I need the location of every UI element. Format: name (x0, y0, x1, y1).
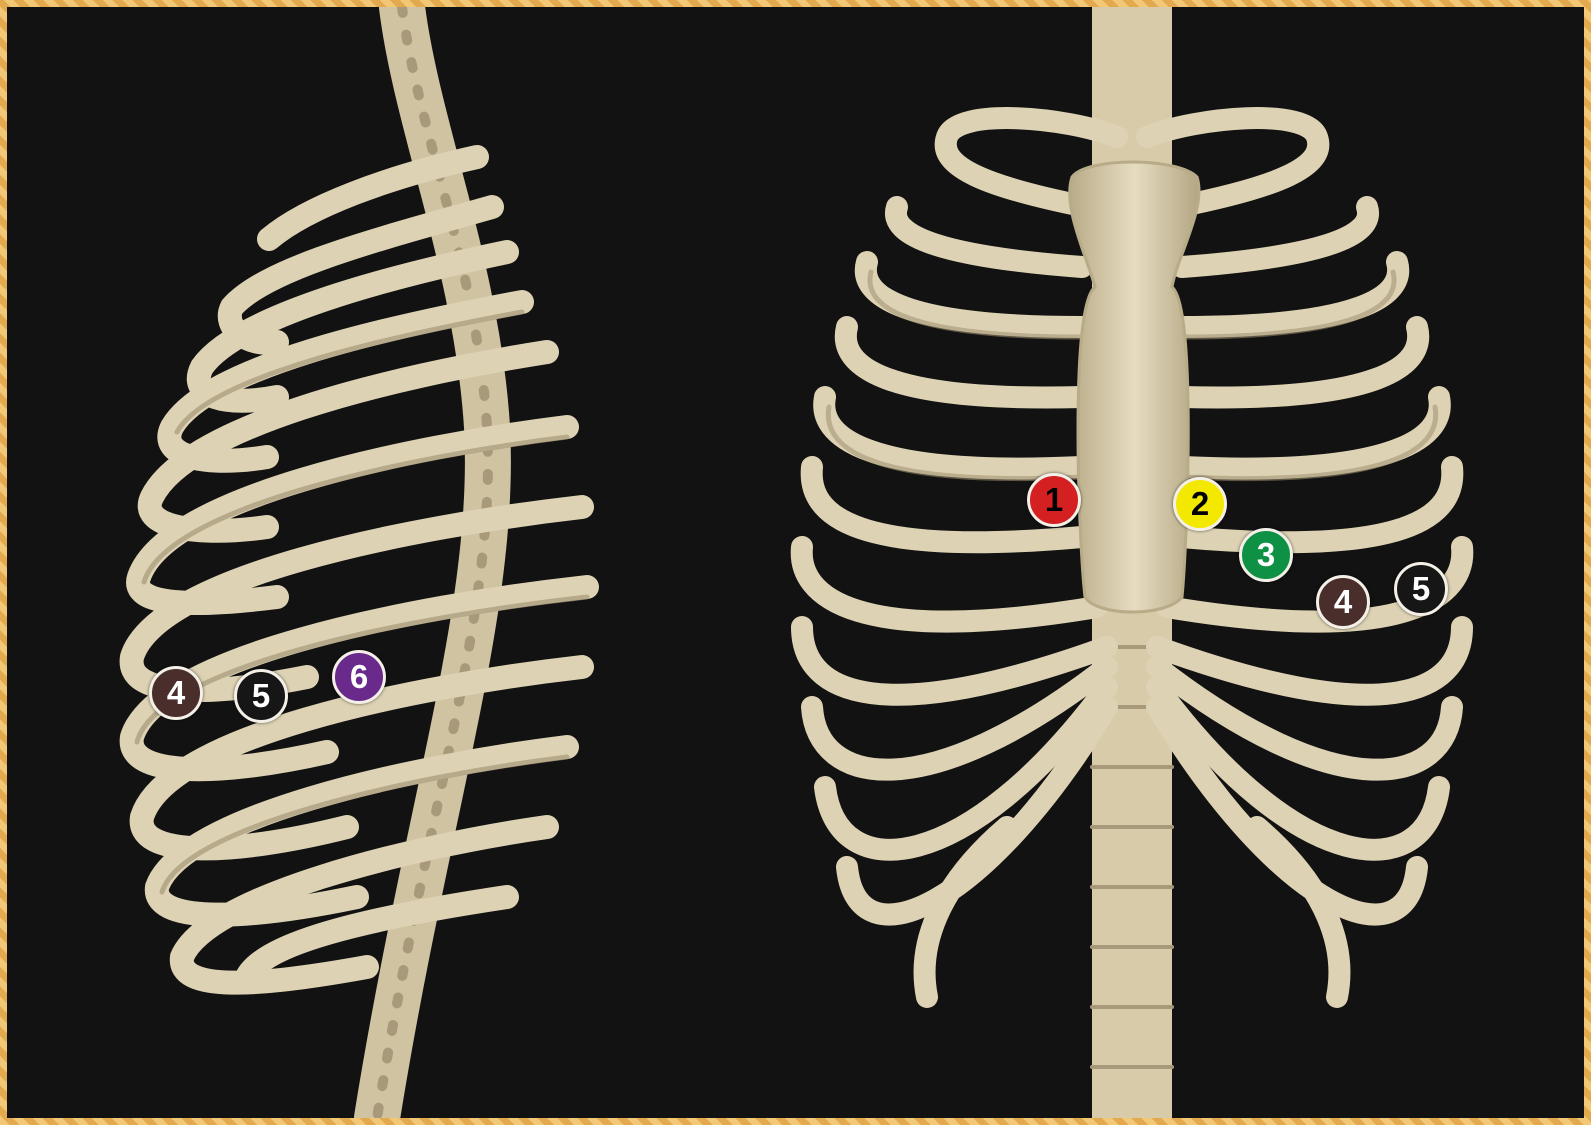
lateral-rib-cage (132, 7, 587, 1118)
front-rib-cage (802, 7, 1463, 1118)
marker-lateral-5: 5 (234, 669, 288, 723)
marker-label: 4 (167, 674, 185, 712)
marker-label: 6 (350, 658, 368, 696)
diagram-canvas: 4 5 6 1 2 3 4 5 (7, 7, 1584, 1118)
marker-label: 1 (1045, 481, 1063, 519)
marker-lateral-6: 6 (332, 650, 386, 704)
marker-label: 5 (252, 677, 270, 715)
marker-label: 5 (1412, 570, 1430, 608)
marker-label: 2 (1191, 485, 1209, 523)
marker-label: 4 (1334, 583, 1352, 621)
marker-front-1: 1 (1027, 473, 1081, 527)
sternum (1070, 162, 1199, 612)
rib-cage-illustration (7, 7, 1584, 1118)
marker-front-5: 5 (1394, 562, 1448, 616)
marker-label: 3 (1257, 536, 1275, 574)
marker-lateral-4: 4 (149, 666, 203, 720)
marker-front-2: 2 (1173, 477, 1227, 531)
marker-front-3: 3 (1239, 528, 1293, 582)
marker-front-4: 4 (1316, 575, 1370, 629)
